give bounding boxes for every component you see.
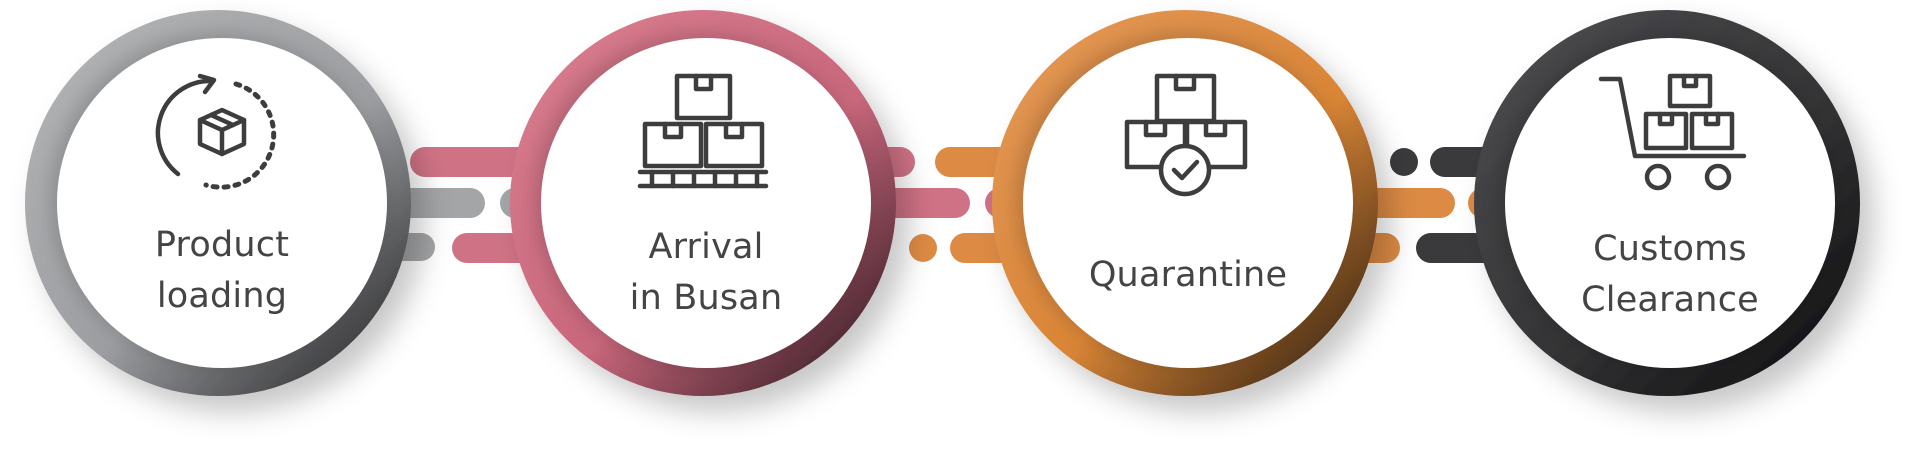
step-quarantine xyxy=(992,10,1378,396)
step-arrival-in-busan xyxy=(510,10,896,396)
step-product-loading xyxy=(25,10,411,396)
connector-1-dot-top xyxy=(426,148,454,176)
step-3-disc xyxy=(1023,38,1353,368)
boxes-pallet-icon xyxy=(637,73,769,189)
step-4-disc xyxy=(1505,38,1835,368)
box-rotate-icon xyxy=(155,73,277,190)
step-1-disc xyxy=(57,38,387,368)
connector-2-dot-bottom xyxy=(909,234,937,262)
step-2-disc xyxy=(541,38,871,368)
connector-3-dot-top xyxy=(1390,148,1418,176)
cart-boxes-icon xyxy=(1598,73,1747,191)
step-customs-clearance xyxy=(1474,10,1860,396)
boxes-check-icon xyxy=(1124,73,1248,197)
